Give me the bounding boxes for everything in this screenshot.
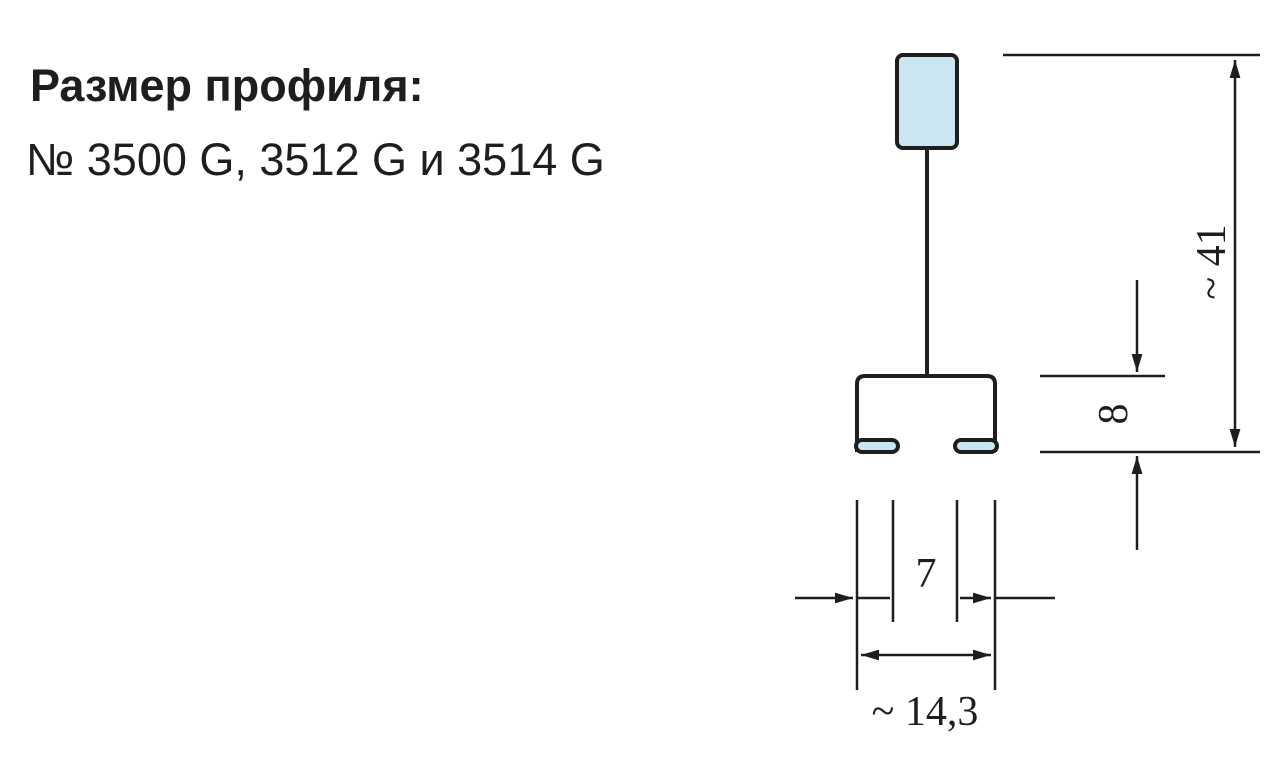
glider-block: [895, 53, 959, 150]
profile-height-label: 8: [1091, 404, 1137, 425]
overall-height-dimension: [1003, 53, 1260, 454]
slot-width-label: 7: [916, 551, 937, 597]
rail-profile: [855, 374, 997, 452]
slot-width-dimension: [795, 500, 1055, 690]
profile-size-heading: Размер профиля:: [30, 60, 424, 111]
overall-width-label: ~ 14,3: [872, 689, 979, 735]
rail-lip-left: [854, 438, 900, 454]
profile-height-dimension: [1040, 280, 1165, 550]
profile-numbers: № 3500 G, 3512 G и 3514 G: [26, 134, 605, 185]
rail-lip-right: [953, 438, 999, 454]
hanger-profile: [854, 53, 999, 454]
overall-height-label: ~ 41: [1189, 224, 1235, 299]
